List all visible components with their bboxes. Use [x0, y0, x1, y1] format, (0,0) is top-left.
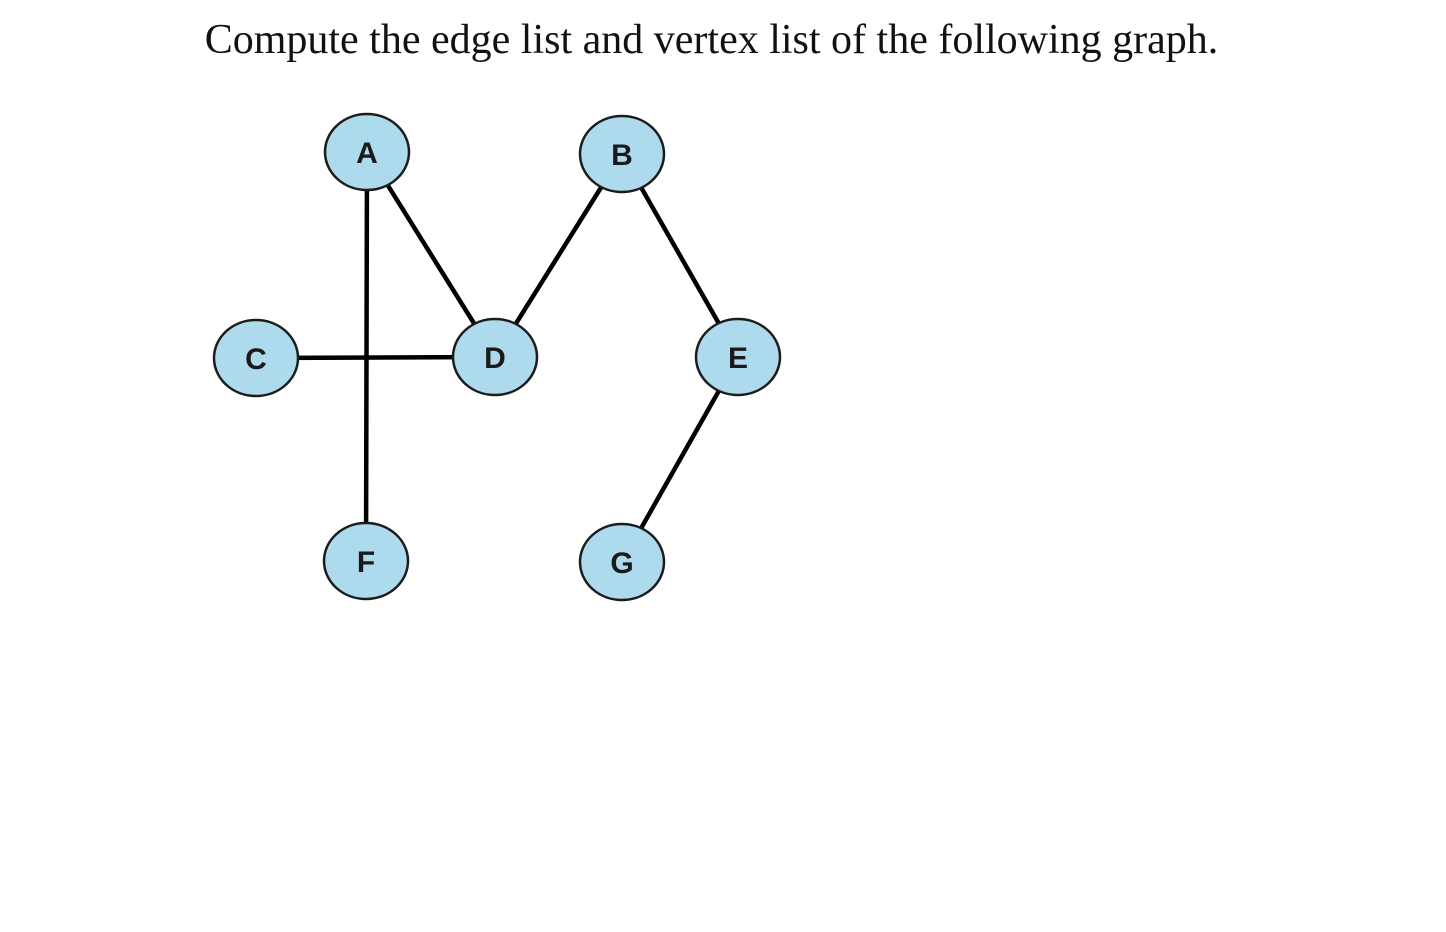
vertex-C-label: C [245, 343, 267, 376]
vertex-D-circle [451, 317, 539, 397]
vertex-B-label: B [611, 139, 633, 172]
vertex-G-circle [578, 522, 666, 602]
vertex-A-circle [323, 112, 411, 192]
vertex-F-label: F [357, 546, 375, 579]
vertex-F-circle [322, 521, 410, 601]
vertex-G-label: G [610, 547, 633, 580]
vertex-E-circle [694, 317, 782, 397]
problem-title: Compute the edge list and vertex list of… [204, 17, 1219, 63]
vertex-C-circle [212, 318, 300, 398]
vertex-D-label: D [484, 342, 506, 375]
vertex-E-label: E [728, 342, 748, 375]
vertex-B-circle [578, 114, 666, 194]
vertex-A-label: A [356, 137, 378, 170]
